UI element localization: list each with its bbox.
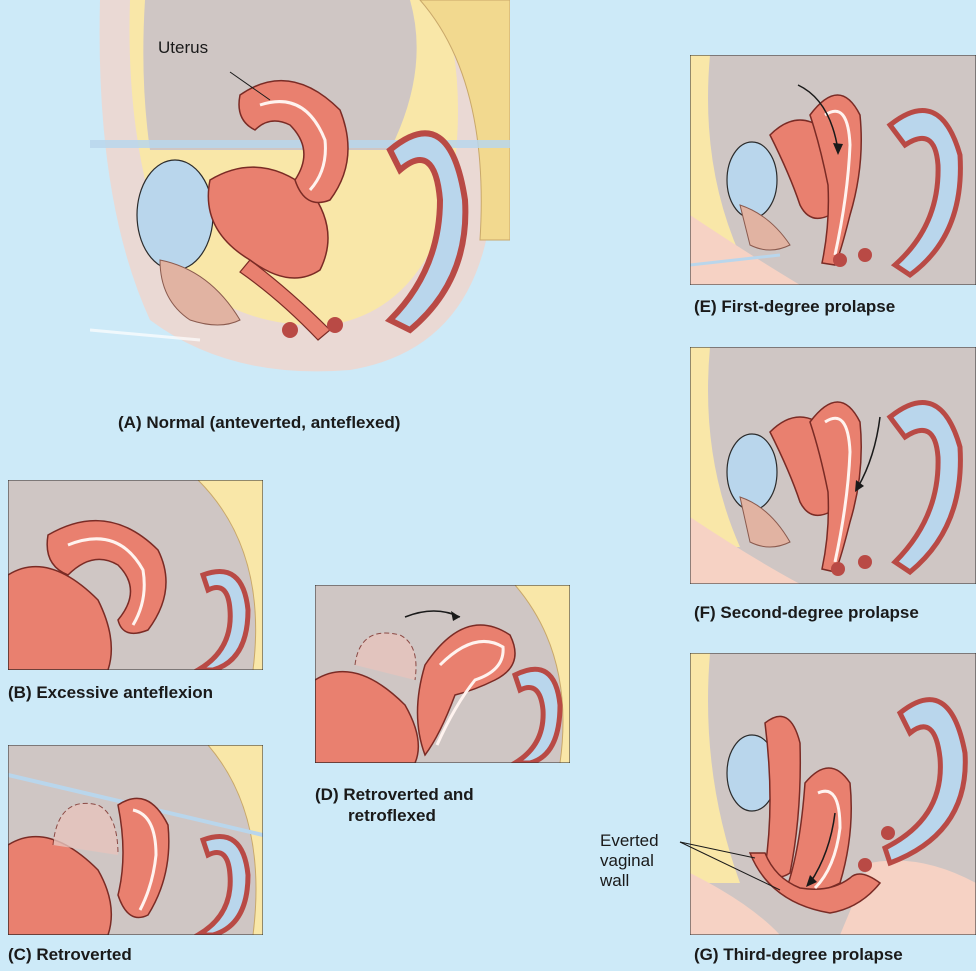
caption-e: (E) First-degree prolapse bbox=[694, 297, 895, 317]
caption-d-line2: retroflexed bbox=[348, 806, 436, 826]
panel-e-illustration bbox=[690, 55, 976, 285]
panel-c-illustration bbox=[8, 745, 263, 935]
caption-a: (A) Normal (anteverted, anteflexed) bbox=[118, 413, 400, 433]
caption-d-line1: (D) Retroverted and bbox=[315, 785, 474, 805]
panel-f-illustration bbox=[690, 347, 976, 584]
caption-g: (G) Third-degree prolapse bbox=[694, 945, 903, 965]
everted-label-line2: vaginal bbox=[600, 851, 654, 871]
panel-a-illustration bbox=[90, 0, 510, 395]
caption-b: (B) Excessive anteflexion bbox=[8, 683, 213, 703]
everted-label-line3: wall bbox=[600, 871, 629, 891]
everted-wall-pointer-lines bbox=[670, 830, 790, 910]
uterus-label: Uterus bbox=[158, 38, 208, 58]
panel-d-illustration bbox=[315, 585, 570, 763]
caption-f: (F) Second-degree prolapse bbox=[694, 603, 919, 623]
caption-c: (C) Retroverted bbox=[8, 945, 132, 965]
everted-label-line1: Everted bbox=[600, 831, 659, 851]
panel-b-illustration bbox=[8, 480, 263, 670]
